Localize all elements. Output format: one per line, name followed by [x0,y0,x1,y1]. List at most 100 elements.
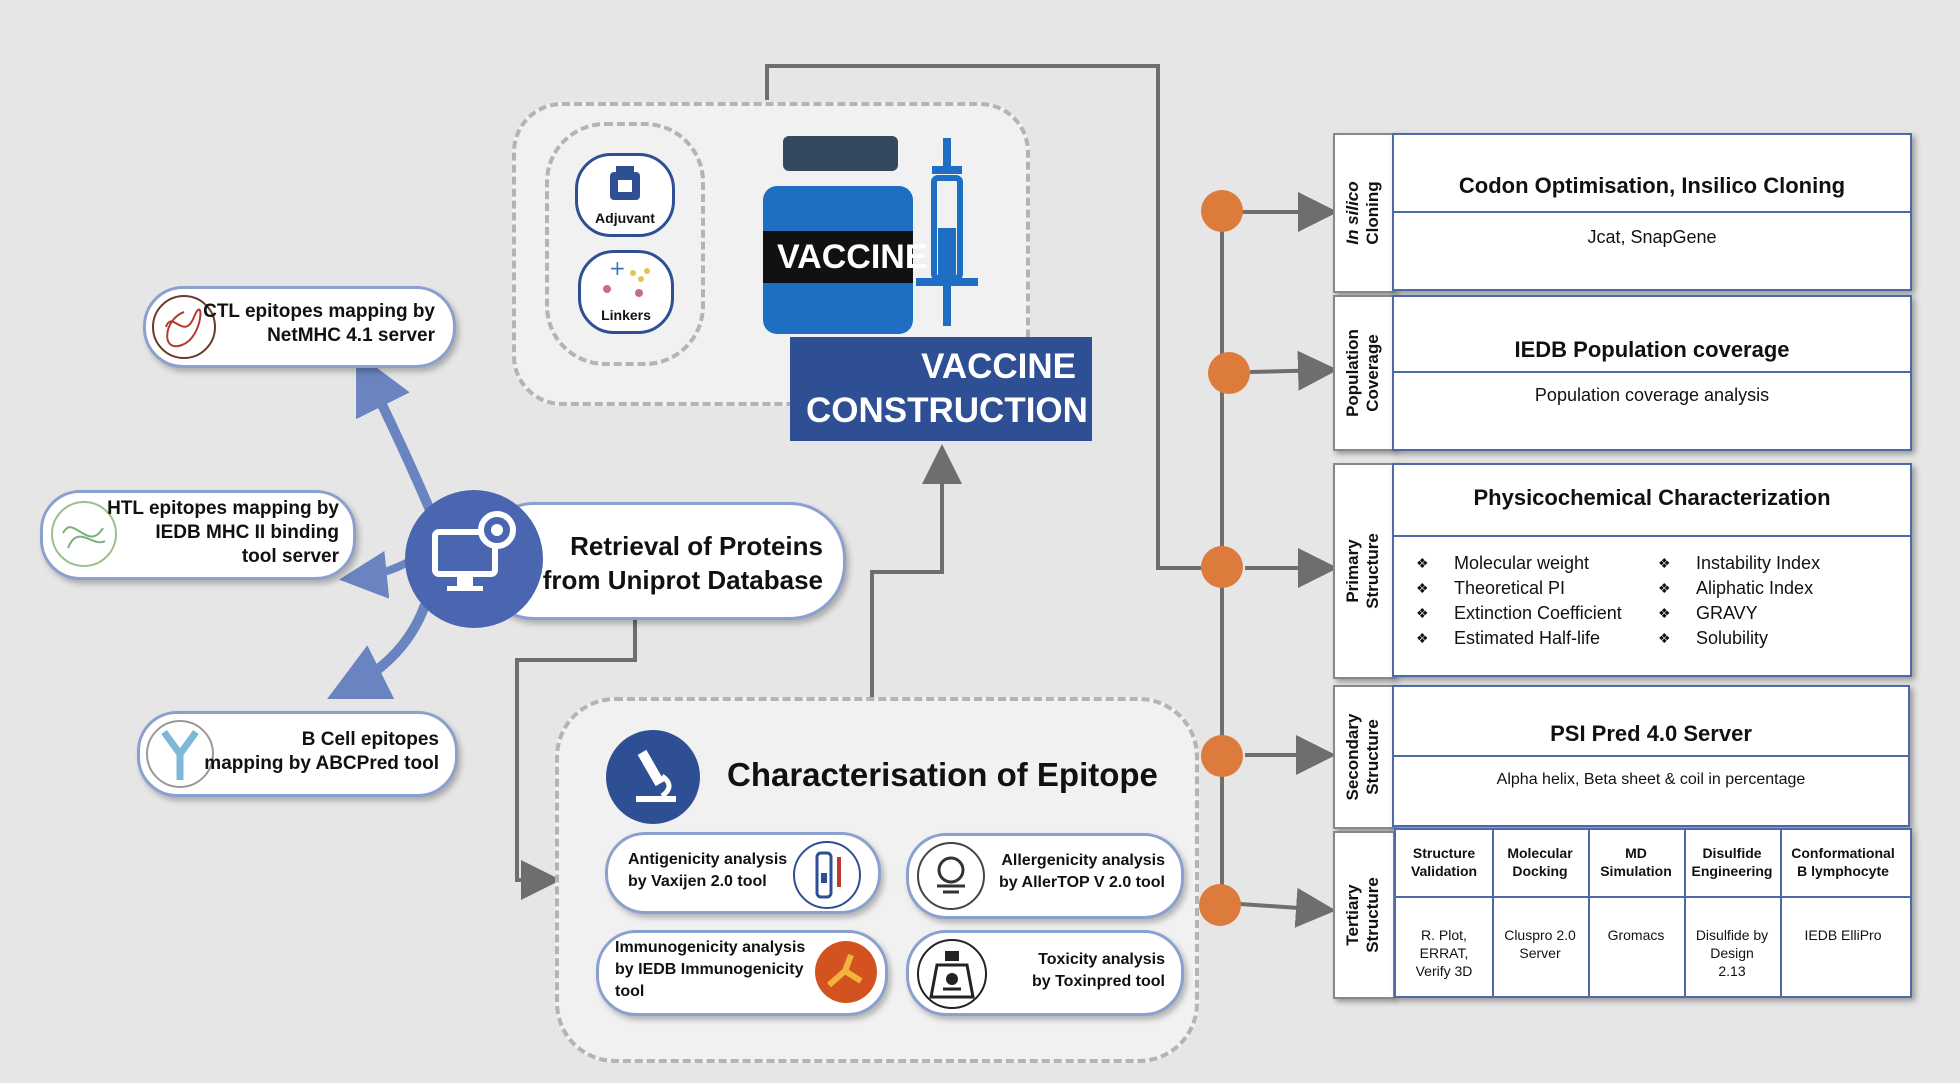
arrow-to-ctl [356,352,435,512]
primary-item: Molecular weight [1454,553,1590,573]
cloning-title: Codon Optimisation, Insilico Cloning [1458,173,1846,198]
primary-title: Physicochemical Characterization [1473,485,1831,510]
bullet-icon: ❖ [1658,555,1671,571]
vaccine-bottle-label: VACCINE [777,238,928,276]
allergen-icon [917,842,985,910]
htl-line3: tool server [241,546,339,567]
ctl-line2: NetMHC 4.1 server [267,325,435,346]
primary-box: Physicochemical Characterization ❖ Molecu… [1392,463,1912,677]
wire-retrieval-to-epitope [515,620,637,900]
htl-line1: HTL epitopes mapping by [107,498,339,519]
bullet-icon: ❖ [1416,555,1429,571]
primary-side-line1: Primary [1343,539,1362,603]
antibody-icon [146,720,214,788]
tertiary-side-line1: Tertiary [1343,884,1362,946]
table-column-divider [1492,830,1494,996]
toxicity-line1: Toxicity analysis [1038,951,1165,968]
secondary-side-line1: Secondary [1343,713,1362,801]
primary-item: Estimated Half-life [1454,628,1601,648]
cloning-box: Codon Optimisation, Insilico Cloning Jca… [1392,133,1912,291]
primary-item: Aliphatic Index [1696,578,1814,598]
htl-line2: IEDB MHC II binding [155,522,339,543]
table-column-divider [1684,830,1686,996]
primary-item: Solubility [1696,628,1769,648]
arrow-to-bcell [327,603,430,699]
allergenicity-card: Allergenicity analysis by AllerTOP V 2.0… [906,833,1184,919]
population-title: IEDB Population coverage [1514,337,1790,362]
vaccine-construction-box: VACCINE CONSTRUCTION [790,337,1092,441]
computer-gear-icon [405,490,543,628]
secondary-side-line2: Structure [1363,719,1382,795]
bullet-icon: ❖ [1658,580,1671,596]
antigenicity-line2: by Vaxijen 2.0 tool [628,873,767,890]
microscope-icon [606,730,700,824]
gear-node-secondary-icon [1201,735,1243,777]
population-box: IEDB Population coverage Population cove… [1392,295,1912,451]
vaccine-construction-line1: VACCINE [921,347,1076,386]
primary-item: Instability Index [1696,553,1821,573]
immunogenicity-line3: tool [615,983,645,1000]
population-side: Population Coverage [1333,295,1395,451]
bullet-icon: ❖ [1416,630,1429,646]
arrow-to-htl [339,550,414,599]
vaccine-construction-line2: CONSTRUCTION [806,391,1088,430]
primary-side-line2: Structure [1363,533,1382,609]
epitope-title: Characterisation of Epitope [727,756,1158,793]
cloning-side-line2: Cloning [1363,181,1382,245]
test-kit-icon [793,841,861,909]
ctl-cell-icon [152,295,216,359]
table-column-divider [1588,830,1590,996]
primary-item: Extinction Coefficient [1454,603,1622,623]
cloning-side: In silico Cloning [1333,133,1395,293]
syringe-icon [916,138,978,326]
gear-node-cloning-icon [1201,190,1243,232]
wire-epitope-to-vaccine [870,444,962,700]
primary-item: Theoretical PI [1454,578,1566,598]
allergenicity-line2: by AllerTOP V 2.0 tool [999,874,1165,891]
toxicity-line2: by Toxinpred tool [1031,973,1165,990]
bullet-icon: ❖ [1658,630,1671,646]
adjuvant-icon-card: Adjuvant [575,153,675,237]
bullet-icon: ❖ [1416,580,1429,596]
table-column-divider [1780,830,1782,996]
ctl-line1: CTL epitopes mapping by [203,301,435,322]
antigenicity-card: Antigenicity analysis by Vaxijen 2.0 too… [605,832,881,914]
bcell-line1: B Cell epitopes [301,729,439,750]
toxicity-card: Toxicity analysis by Toxinpred tool [906,930,1184,1016]
secondary-side: Secondary Structure [1333,685,1395,829]
gear-node-primary-icon [1201,546,1243,588]
linkers-label: Linkers [601,307,651,323]
htl-epitope-card: HTL epitopes mapping by IEDB MHC II bind… [40,490,356,580]
primary-item: GRAVY [1696,603,1758,623]
table-cell: IEDB ElliPro [1804,927,1882,943]
tertiary-side: Tertiary Structure [1333,831,1395,999]
adjuvant-label: Adjuvant [595,210,655,226]
bullet-icon: ❖ [1658,605,1671,621]
population-side-line2: Coverage [1363,334,1382,412]
bcell-line2: mapping by ABCPred tool [204,753,439,774]
allergenicity-line1: Allergenicity analysis [1001,852,1165,869]
cloning-sub: Jcat, SnapGene [1587,227,1717,247]
population-side-line1: Population [1343,329,1362,417]
retrieval-line1: Retrieval of Proteins [570,531,823,561]
ctl-epitope-card: CTL epitopes mapping by NetMHC 4.1 serve… [143,286,456,368]
secondary-title: PSI Pred 4.0 Server [1550,721,1752,746]
gear-node-tertiary-icon [1199,884,1241,926]
secondary-box: PSI Pred 4.0 Server Alpha helix, Beta sh… [1392,685,1910,827]
table-cell: Gromacs [1607,927,1665,943]
immunogenicity-line2: by IEDB Immunogenicity [615,961,804,978]
immunogenicity-line1: Immunogenicity analysis [615,939,806,956]
population-sub: Population coverage analysis [1534,385,1770,405]
bullet-icon: ❖ [1416,605,1429,621]
antigenicity-line1: Antigenicity analysis [628,851,788,868]
svg-text:+: + [609,256,626,280]
tertiary-side-line2: Structure [1363,877,1382,953]
linkers-icon-card: + Linkers [578,250,674,334]
gear-node-population-icon [1208,352,1250,394]
immunogenicity-icon [815,941,877,1003]
bcell-epitope-card: B Cell epitopes mapping by ABCPred tool [137,711,458,797]
